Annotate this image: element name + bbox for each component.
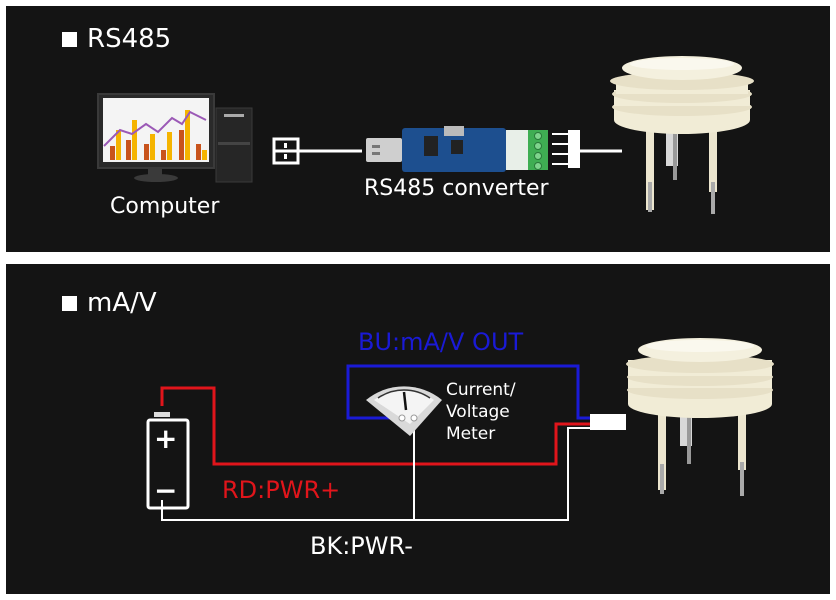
converter-label: RS485 converter [364, 176, 549, 201]
battery-minus-sign: − [154, 474, 178, 507]
computer-label: Computer [110, 194, 220, 219]
meter-label-line: Meter [446, 424, 496, 444]
serial-port-icon [272, 137, 300, 165]
red-wire-label: RD:PWR+ [222, 476, 341, 504]
analog-wiring-diagram [146, 338, 774, 521]
black-wire-label: BK:PWR- [310, 532, 413, 560]
meter-label-line: Current/ [446, 380, 516, 400]
rs485-panel: RS485 [6, 6, 830, 252]
analog-panel: mA/V [6, 264, 830, 594]
sensor-shield-icon [610, 56, 754, 214]
battery-icon [146, 412, 190, 510]
battery-plus-sign: + [154, 422, 178, 455]
four-pin-connector-icon [552, 130, 580, 168]
rs485-converter-device [366, 126, 548, 172]
rs485-diagram [97, 56, 754, 214]
analog-title-text: mA/V [87, 288, 157, 318]
analog-section-title: mA/V [62, 288, 157, 318]
blue-wire [346, 364, 590, 420]
rs485-section-title: RS485 [62, 24, 171, 54]
bullet-square-icon [62, 295, 77, 311]
rs485-title-text: RS485 [87, 24, 172, 54]
sensor-connector [590, 414, 626, 430]
meter-gauge-icon [366, 386, 442, 436]
bullet-square-icon [62, 31, 77, 47]
meter-label-line: Voltage [446, 402, 510, 422]
computer-icon [97, 93, 253, 183]
black-wire [161, 427, 590, 521]
sensor-shield-icon [626, 338, 774, 496]
blue-wire-label: BU:mA/V OUT [358, 328, 524, 356]
meter-label: Current/ Voltage Meter [446, 379, 516, 445]
red-wire [160, 386, 590, 466]
